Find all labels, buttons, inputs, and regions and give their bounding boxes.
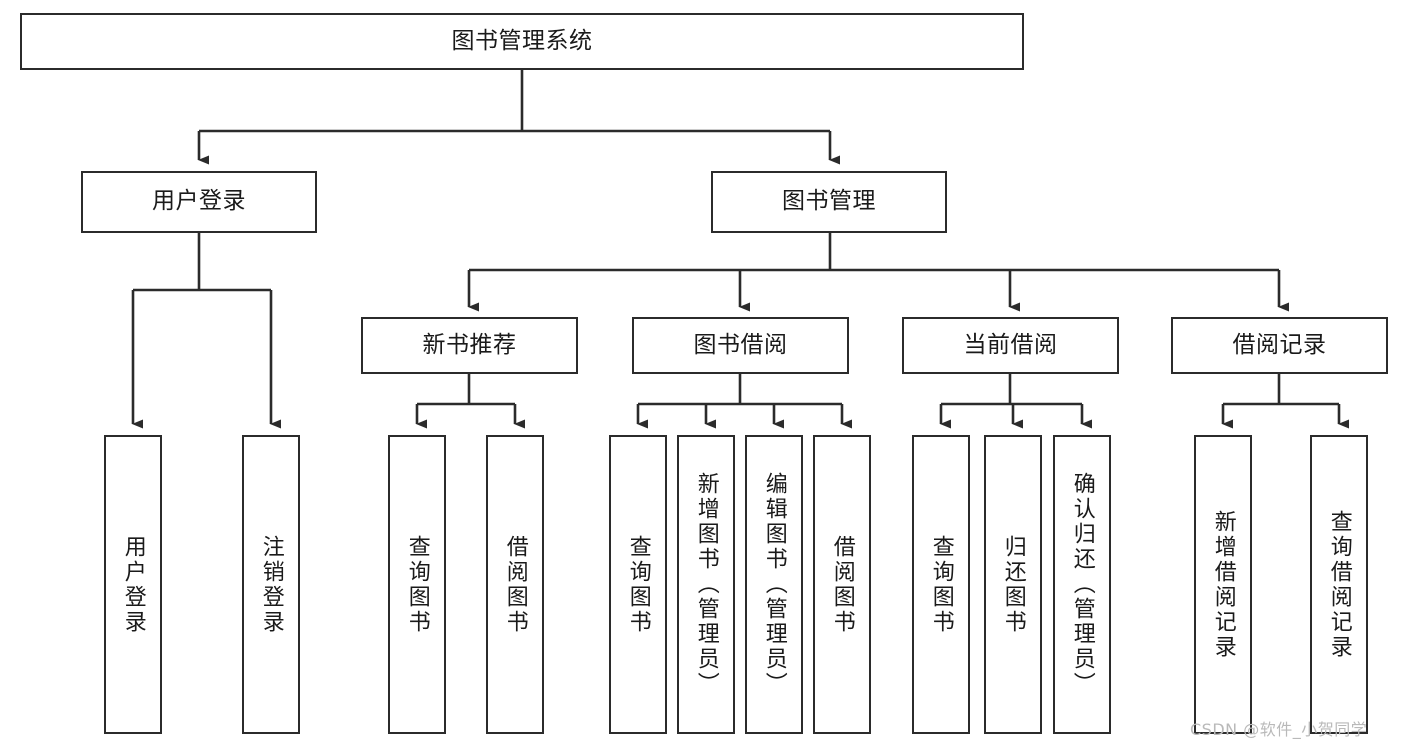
node-leaf-add-book-label: 新增图书（管理员） — [693, 472, 719, 697]
node-leaf-query-book-2-label: 查询图书 — [625, 534, 651, 635]
node-leaf-query-book-3[interactable]: 查询图书 — [912, 435, 970, 734]
node-leaf-query-book-1[interactable]: 查询图书 — [388, 435, 446, 734]
node-leaf-borrow-book-2[interactable]: 借阅图书 — [813, 435, 871, 734]
node-leaf-borrow-book-1-label: 借阅图书 — [502, 534, 528, 635]
node-leaf-return-book-label: 归还图书 — [1000, 534, 1026, 635]
node-borrow-record-label: 借阅记录 — [1232, 331, 1327, 358]
node-book-borrow-label: 图书借阅 — [693, 331, 788, 358]
node-leaf-user-logout-label: 注销登录 — [258, 534, 284, 635]
node-leaf-borrow-book-2-label: 借阅图书 — [829, 534, 855, 635]
node-leaf-confirm-return-label: 确认归还（管理员） — [1069, 472, 1095, 697]
node-user-login[interactable]: 用户登录 — [81, 171, 317, 233]
node-leaf-confirm-return[interactable]: 确认归还（管理员） — [1053, 435, 1111, 734]
node-borrow-record[interactable]: 借阅记录 — [1171, 317, 1388, 374]
node-leaf-query-borrow-record-label: 查询借阅记录 — [1326, 509, 1352, 660]
node-leaf-add-borrow-record[interactable]: 新增借阅记录 — [1194, 435, 1252, 734]
node-leaf-query-borrow-record[interactable]: 查询借阅记录 — [1310, 435, 1368, 734]
node-leaf-edit-book[interactable]: 编辑图书（管理员） — [745, 435, 803, 734]
node-new-book-recommend[interactable]: 新书推荐 — [361, 317, 578, 374]
node-leaf-user-login-label: 用户登录 — [120, 534, 146, 635]
node-leaf-query-book-1-label: 查询图书 — [404, 534, 430, 635]
node-root-system[interactable]: 图书管理系统 — [20, 13, 1024, 70]
node-leaf-user-logout[interactable]: 注销登录 — [242, 435, 300, 734]
node-leaf-add-book[interactable]: 新增图书（管理员） — [677, 435, 735, 734]
node-leaf-borrow-book-1[interactable]: 借阅图书 — [486, 435, 544, 734]
node-new-book-recommend-label: 新书推荐 — [422, 331, 517, 358]
node-leaf-edit-book-label: 编辑图书（管理员） — [761, 472, 787, 697]
node-leaf-query-book-3-label: 查询图书 — [928, 534, 954, 635]
node-book-borrow[interactable]: 图书借阅 — [632, 317, 849, 374]
node-book-manage[interactable]: 图书管理 — [711, 171, 947, 233]
node-current-borrow[interactable]: 当前借阅 — [902, 317, 1119, 374]
node-current-borrow-label: 当前借阅 — [963, 331, 1058, 358]
node-book-manage-label: 图书管理 — [782, 188, 876, 215]
node-user-login-label: 用户登录 — [152, 188, 246, 215]
node-leaf-return-book[interactable]: 归还图书 — [984, 435, 1042, 734]
node-leaf-user-login[interactable]: 用户登录 — [104, 435, 162, 734]
node-root-label: 图书管理系统 — [451, 27, 593, 54]
csdn-watermark: CSDN @软件_小贺同学 — [1190, 720, 1368, 739]
node-leaf-query-book-2[interactable]: 查询图书 — [609, 435, 667, 734]
node-leaf-add-borrow-record-label: 新增借阅记录 — [1210, 509, 1236, 660]
